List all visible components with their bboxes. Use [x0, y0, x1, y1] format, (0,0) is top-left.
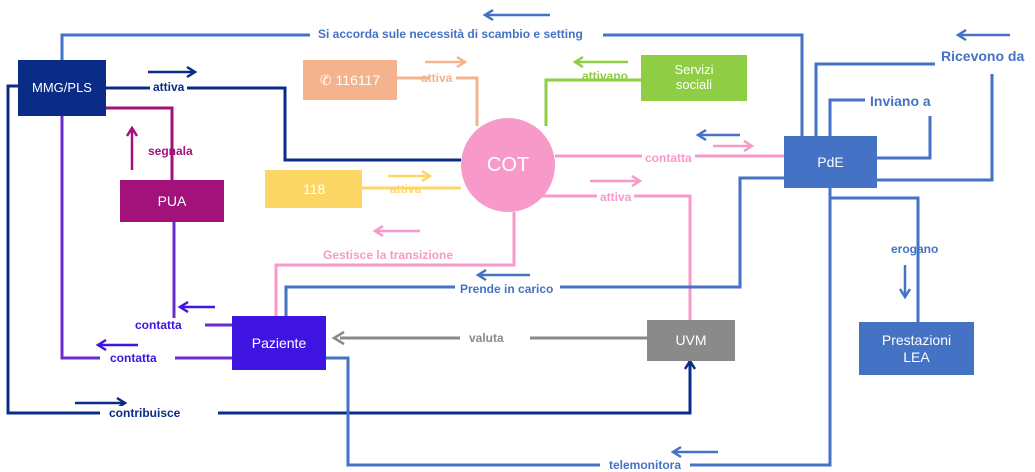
label-segnala: segnala — [148, 144, 193, 158]
node-116117-label: 116117 — [335, 71, 381, 88]
arrow-attiva-118-head-icon — [421, 169, 433, 183]
arrow-attivano-head-icon — [572, 55, 584, 69]
arrow-markers — [75, 8, 1010, 459]
label-attiva-116: attiva — [421, 71, 453, 85]
node-pde: PdE — [784, 136, 877, 188]
phone-icon: ✆ — [319, 71, 332, 88]
arrow-attiva-mmg-head-icon — [186, 65, 198, 79]
node-uvm-label: UVM — [675, 332, 707, 349]
arrow-contatta-pua-head-icon — [177, 300, 189, 314]
label-inviano-a: Inviano a — [867, 93, 934, 110]
node-mmg-pls: MMG/PLS — [18, 60, 106, 116]
line-servizi-cot — [544, 78, 641, 126]
line-cot-paziente — [274, 212, 516, 316]
line-pde-paziente — [560, 176, 784, 289]
label-attiva-cot: attiva — [597, 190, 635, 205]
node-118-label: 118 — [303, 180, 326, 197]
label-contatta-cot: contatta — [642, 151, 695, 166]
node-118: 118 — [265, 170, 362, 208]
node-lea-line1: Prestazioni — [881, 332, 952, 349]
line-telemonitora — [326, 356, 600, 467]
arrow-contatta-cot-head-icon — [743, 139, 755, 153]
line-si-accorda — [60, 33, 310, 60]
node-pua: PUA — [120, 180, 224, 222]
arrow-pde-back-head-icon — [695, 128, 707, 142]
arrow-uvm-up-head-icon — [683, 358, 697, 370]
label-si-accorda: Si accorda sule necessità di scambio e s… — [315, 27, 586, 42]
line-inviano — [828, 98, 865, 136]
line-116-cot-2 — [456, 76, 479, 126]
node-mmg-pls-label: MMG/PLS — [32, 79, 92, 95]
line-ricevono — [814, 62, 935, 136]
label-erogano: erogano — [891, 242, 939, 256]
line-telemonitora-right — [690, 188, 832, 467]
line-ricevono-right — [877, 74, 994, 182]
line-cot-uvm — [540, 194, 692, 320]
arrow-segnala-head-icon — [125, 125, 139, 137]
label-ricevono-da: Ricevono da — [938, 48, 1028, 65]
node-lea-line2: LEA — [903, 348, 930, 365]
line-mmg-pua — [106, 106, 174, 180]
node-uvm: UVM — [647, 320, 735, 361]
label-attivano: attivano — [582, 69, 629, 83]
label-contribuisce: contribuisce — [106, 406, 184, 421]
line-contribuisce-right — [218, 361, 692, 415]
node-pde-label: PdE — [817, 153, 844, 170]
node-cot-label: COT — [486, 153, 530, 176]
label-attiva-mmg: attiva — [150, 80, 188, 95]
line-contribuisce-left — [6, 84, 100, 415]
label-contatta-pua: contatta — [132, 318, 185, 333]
label-valuta: valuta — [466, 331, 507, 346]
line-mmg-cot — [106, 86, 461, 162]
line-pde-lea — [830, 196, 920, 322]
arrow-attiva-cot-head-icon — [631, 174, 643, 188]
arrow-telemonitora-head-icon — [670, 445, 682, 459]
arrow-si-accorda-head-icon — [482, 8, 494, 22]
label-gestisce-transizione: Gestisce la transizione — [323, 248, 454, 262]
line-inviano-right — [877, 116, 932, 160]
arrow-ricevono-head-icon — [955, 28, 967, 42]
line-si-accorda-right — [603, 33, 804, 136]
node-servizi-line2: sociali — [675, 77, 713, 92]
label-attiva-118: attiva — [390, 182, 422, 196]
node-paziente: Paziente — [232, 316, 326, 370]
node-paziente-label: Paziente — [251, 334, 307, 351]
label-telemonitora: telemonitora — [606, 458, 685, 472]
arrow-attiva-116-head-icon — [456, 55, 468, 69]
label-contatta-mmg: contatta — [107, 351, 160, 366]
line-mmg-contatta — [60, 116, 100, 360]
node-servizi-line1: Servizi — [674, 62, 714, 78]
node-pua-label: PUA — [157, 192, 187, 209]
arrow-valuta-head-icon — [331, 330, 345, 346]
arrow-gestisce-head-icon — [372, 224, 384, 238]
node-116117: ✆116117 — [303, 60, 397, 100]
arrow-contatta-mmg-head-icon — [95, 338, 107, 352]
arrow-prende-head-icon — [475, 268, 487, 282]
node-cot: COT — [461, 118, 555, 212]
connector-lines — [6, 33, 994, 467]
arrow-erogano-head-icon — [898, 288, 912, 300]
line-prende-left — [284, 285, 455, 316]
label-prende-in-carico: Prende in carico — [457, 282, 557, 297]
